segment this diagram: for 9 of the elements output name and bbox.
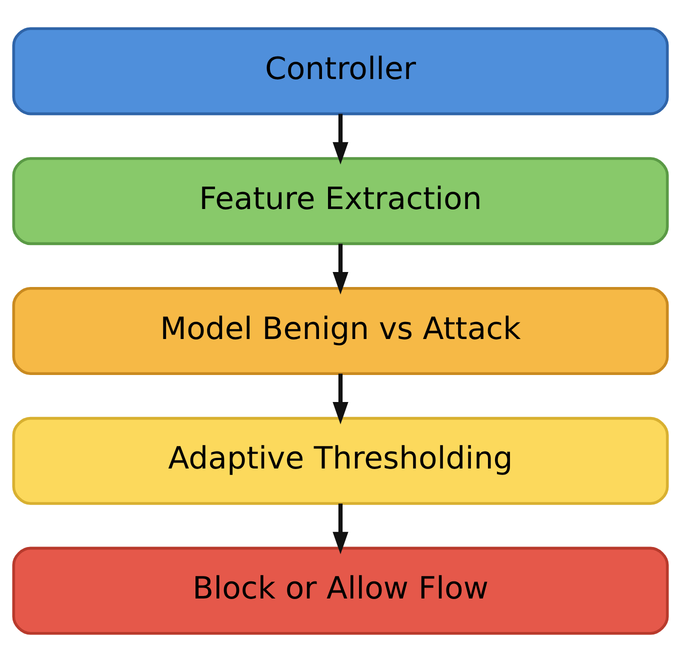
node-box: Feature Extraction <box>12 156 669 245</box>
arrow <box>332 113 348 164</box>
arrow <box>332 503 348 554</box>
node-box: Adaptive Thresholding <box>12 416 669 504</box>
node-box: Controller <box>12 26 669 115</box>
arrow <box>332 373 348 424</box>
arrow <box>332 243 348 294</box>
node-box: Model Benign vs Attack <box>12 286 669 374</box>
node-box: Block or Allow Flow <box>12 546 669 634</box>
